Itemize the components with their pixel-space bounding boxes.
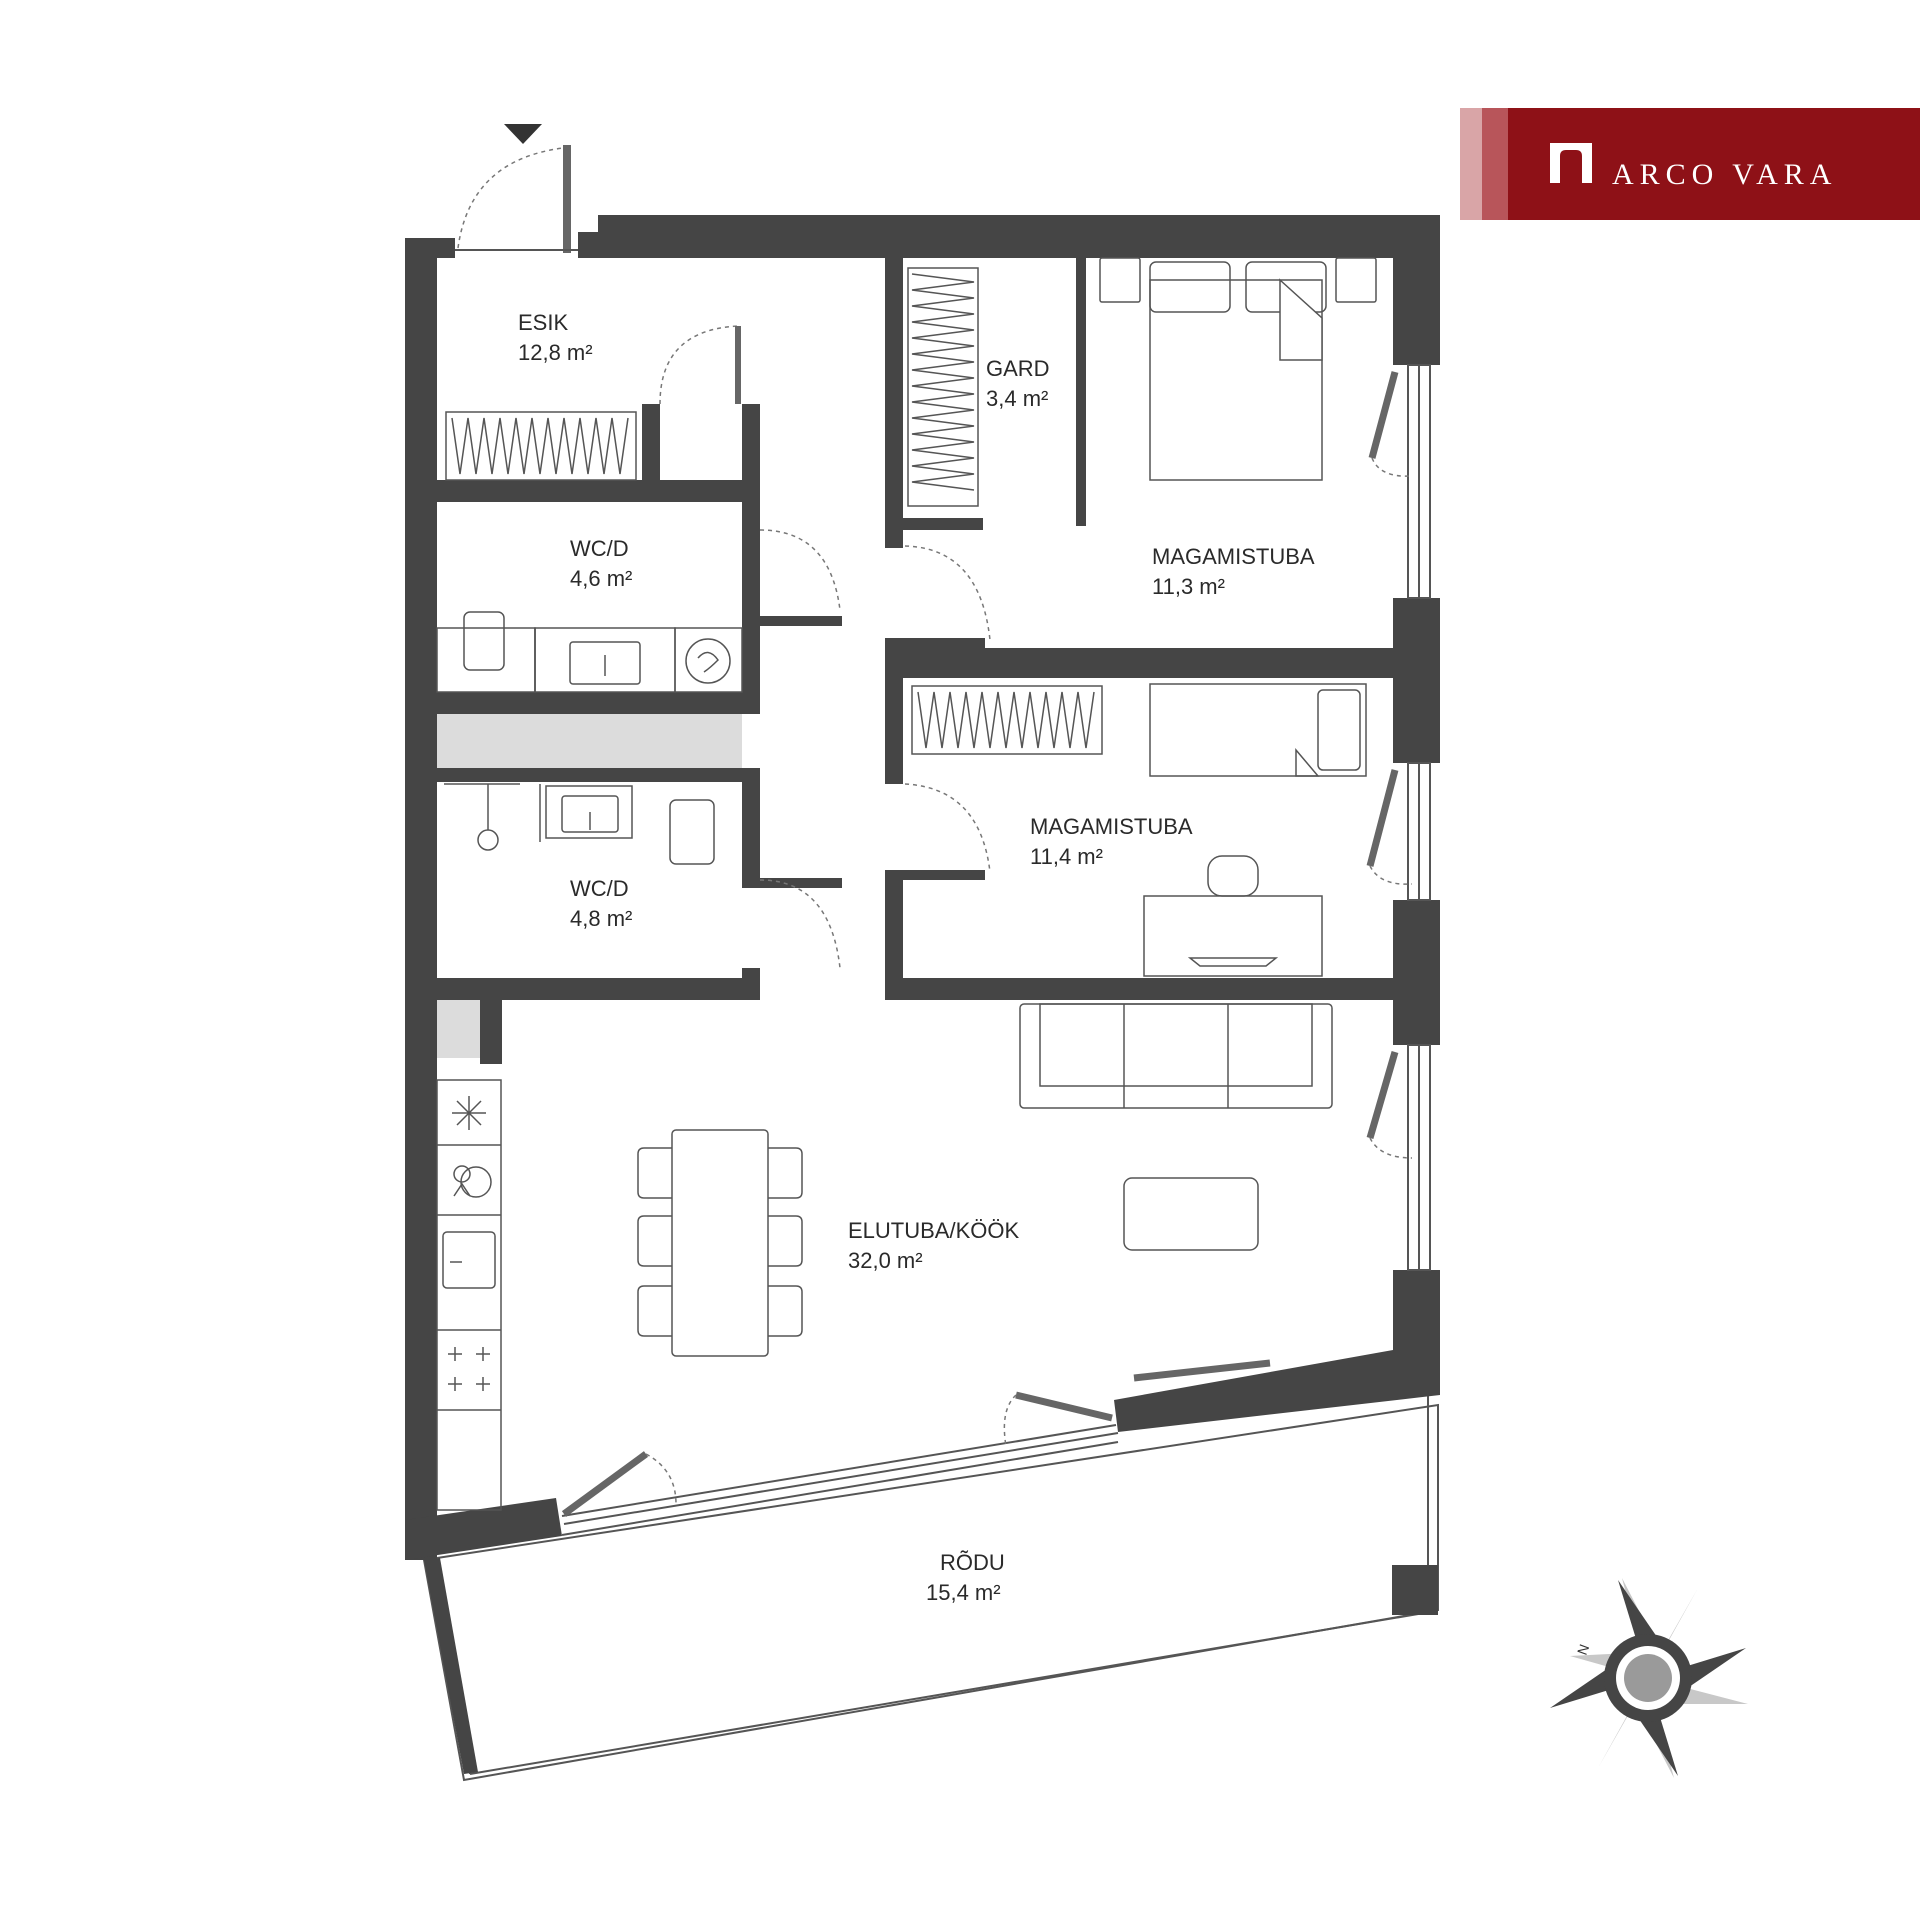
room-name-wcd-2: WC/D bbox=[570, 876, 629, 901]
room-area-wcd-2: 4,8 m² bbox=[570, 906, 632, 931]
arch-logo-icon bbox=[1550, 143, 1592, 183]
balcony-side-wall bbox=[424, 1558, 478, 1774]
room-name-magamistuba-2: MAGAMISTUBA bbox=[1030, 814, 1193, 839]
sink-icon bbox=[442, 1231, 496, 1289]
dishwasher-icon bbox=[453, 1165, 492, 1198]
balcony-column bbox=[1392, 1565, 1438, 1615]
window-sashes bbox=[1366, 371, 1399, 1139]
dining-table bbox=[637, 1129, 803, 1357]
room-area-elutuba: 32,0 m² bbox=[848, 1248, 923, 1273]
wardrobe-esik bbox=[445, 411, 637, 481]
compass-north-letter: N bbox=[1574, 1642, 1592, 1657]
desk bbox=[1143, 855, 1323, 977]
room-area-wcd-1: 4,6 m² bbox=[570, 566, 632, 591]
outer-walls bbox=[405, 215, 1440, 1560]
wardrobe-bedroom2 bbox=[911, 685, 1103, 755]
room-name-esik: ESIK bbox=[518, 310, 568, 335]
room-area-rodu: 15,4 m² bbox=[926, 1580, 1001, 1605]
snowflake-icon bbox=[452, 1096, 486, 1130]
room-area-magamistuba-2: 11,4 m² bbox=[1030, 844, 1103, 869]
compass-rose-icon: N bbox=[1550, 1578, 1748, 1778]
double-bed bbox=[1099, 257, 1377, 481]
cooktop-icon bbox=[448, 1347, 490, 1391]
entrance-door bbox=[455, 124, 578, 253]
room-area-gard: 3,4 m² bbox=[986, 386, 1048, 411]
sofa bbox=[1019, 1003, 1333, 1109]
windows-right bbox=[1407, 364, 1431, 1271]
balcony-glazing bbox=[561, 1424, 1119, 1536]
room-area-esik: 12,8 m² bbox=[518, 340, 593, 365]
single-bed bbox=[1149, 683, 1367, 777]
room-name-rodu: RÕDU bbox=[940, 1550, 1005, 1575]
brand-name: ARCO VARA bbox=[1612, 158, 1837, 191]
room-name-wcd-1: WC/D bbox=[570, 536, 629, 561]
room-name-elutuba: ELUTUBA/KÖÖK bbox=[848, 1218, 1019, 1243]
kitchen-counter bbox=[436, 1079, 502, 1511]
service-shaft bbox=[437, 714, 742, 768]
kitchen-shaft bbox=[437, 1000, 480, 1058]
bathroom2-fixtures bbox=[444, 783, 715, 865]
room-name-magamistuba-1: MAGAMISTUBA bbox=[1152, 544, 1315, 569]
coffee-table bbox=[1123, 1177, 1259, 1251]
wardrobe-gard bbox=[907, 267, 979, 507]
door-swing-arcs bbox=[659, 325, 991, 969]
bathroom1-fixtures bbox=[436, 611, 743, 693]
balcony-door-sashes bbox=[561, 1359, 1271, 1517]
interior-walls bbox=[437, 258, 1425, 1064]
window-swing-arcs bbox=[1369, 457, 1413, 1159]
room-area-magamistuba-1: 11,3 m² bbox=[1152, 574, 1225, 599]
entrance-arrow-icon bbox=[504, 124, 542, 144]
room-name-gard: GARD bbox=[986, 356, 1050, 381]
room-labels: ESIK 12,8 m² GARD 3,4 m² MAGAMISTUBA 11,… bbox=[518, 310, 1315, 1605]
brand-logo: ARCO VARA bbox=[1460, 108, 1920, 220]
